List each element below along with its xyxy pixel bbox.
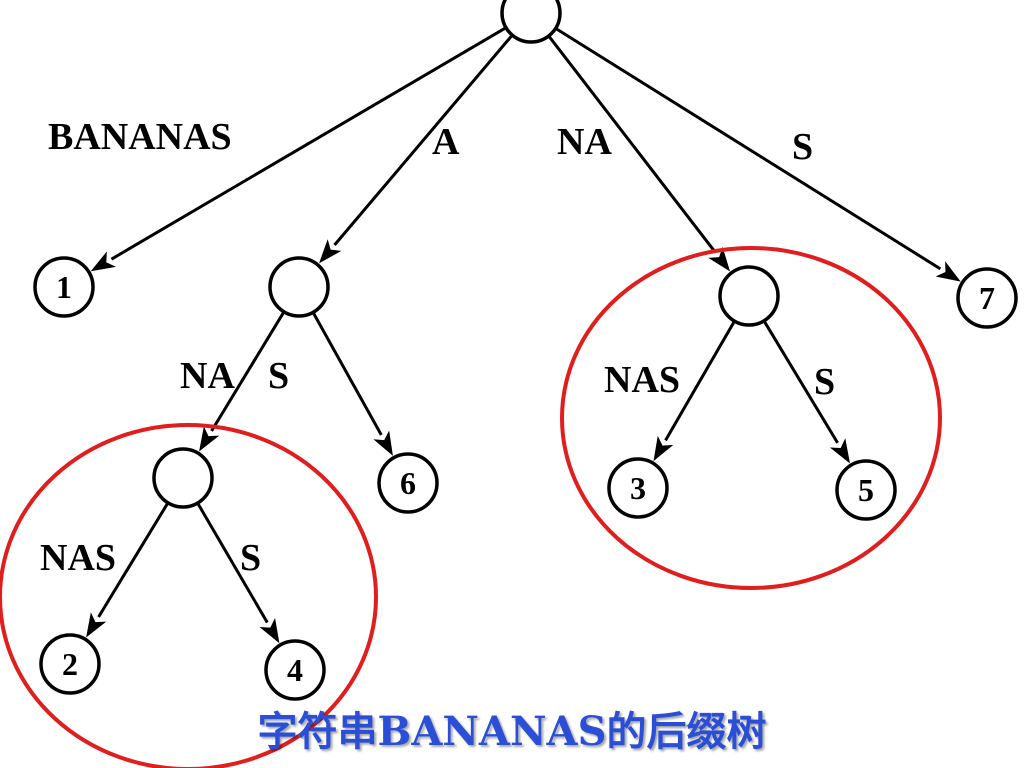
nodes-layer: 1 7 6 3 5 2 4 [33, 0, 1018, 701]
arrow-head-nNA-n3 [653, 435, 674, 462]
arrow-head-nANA-n4 [259, 617, 280, 644]
leaf-label-n3: 3 [630, 470, 646, 506]
diagram-caption: 字符串BANANAS的后缀树 [257, 708, 767, 755]
node-nNA [718, 265, 780, 327]
edge-label-nNA-n3: NAS [604, 359, 680, 401]
leaf-label-n7: 7 [979, 280, 995, 316]
edge-label-root-nNA: NA [557, 121, 612, 163]
edge-nA-n6 [311, 311, 383, 436]
leaf-label-n2: 2 [62, 646, 78, 682]
arrow-head-root-nNA [708, 246, 731, 272]
edge-label-root-n1: BANANAS [48, 116, 232, 158]
highlight-layer [0, 246, 942, 768]
node-n4 [264, 639, 326, 701]
arrow-head-nNA-n5 [829, 438, 850, 464]
arrow-head-root-n1 [90, 251, 116, 272]
leaf-label-n4: 4 [287, 652, 303, 688]
edge-label-root-n7: S [792, 126, 813, 168]
edge-root-nA [333, 34, 514, 246]
edge-nNA-n3 [664, 320, 736, 442]
node-root [500, 0, 562, 44]
edge-label-root-nA: A [432, 121, 460, 163]
node-nA [268, 256, 330, 318]
arrow-head-root-nA [319, 239, 342, 264]
edge-label-nANA-n2: NAS [40, 537, 116, 579]
arrow-head-root-n7 [935, 261, 961, 282]
highlight-ellipse-nNA [560, 246, 942, 590]
node-n2 [39, 633, 101, 695]
edge-nANA-n4 [196, 502, 269, 624]
edge-label-nNA-n5: S [814, 361, 835, 403]
edges-layer [86, 26, 961, 644]
edge-root-n1 [110, 26, 507, 261]
arrow-head-nA-nANA [199, 426, 220, 452]
arrow-head-nA-n6 [373, 430, 393, 456]
edge-label-nANA-n4: S [240, 537, 261, 579]
arrow-head-nANA-n2 [86, 612, 107, 638]
node-n6 [377, 452, 439, 514]
leaf-label-n1: 1 [56, 269, 72, 305]
edge-label-nA-nANA: NA [180, 355, 235, 397]
node-n7 [956, 267, 1018, 329]
leaf-label-n5: 5 [858, 472, 874, 508]
leaf-label-n6: 6 [400, 465, 416, 501]
edge-nA-nANA [210, 311, 286, 432]
node-n5 [835, 459, 897, 521]
edge-nNA-n5 [762, 320, 839, 444]
edge-label-nA-n6: S [268, 355, 289, 397]
edge-root-nNA [547, 35, 717, 254]
node-n3 [607, 457, 669, 519]
highlight-ellipse-nANA [0, 423, 378, 768]
edge-root-n7 [554, 27, 942, 271]
edge-nANA-n2 [97, 502, 170, 618]
node-n1 [33, 256, 95, 318]
node-nANA [152, 447, 214, 509]
